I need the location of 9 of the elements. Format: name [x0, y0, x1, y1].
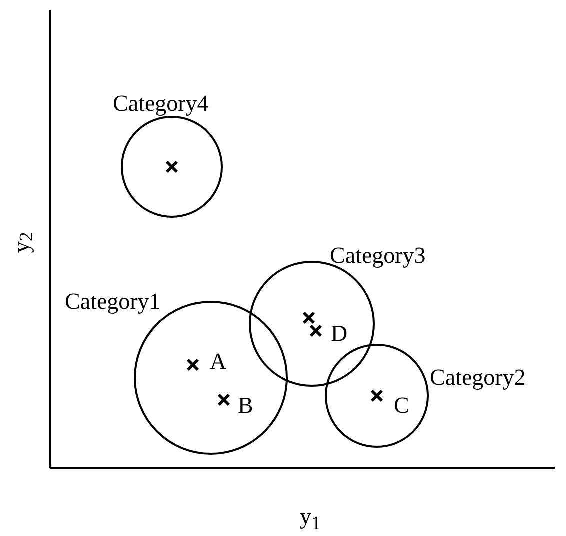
point-label: B [238, 394, 254, 417]
category-heading: Category2 [430, 366, 526, 389]
point-label: A [210, 350, 227, 373]
category-heading: Category1 [65, 290, 161, 313]
point-label: D [331, 322, 348, 345]
axis-label: y$_{1}$ [300, 505, 322, 534]
point-label: C [394, 394, 410, 417]
category-heading: Category3 [330, 244, 426, 267]
category-heading: Category4 [113, 92, 209, 115]
